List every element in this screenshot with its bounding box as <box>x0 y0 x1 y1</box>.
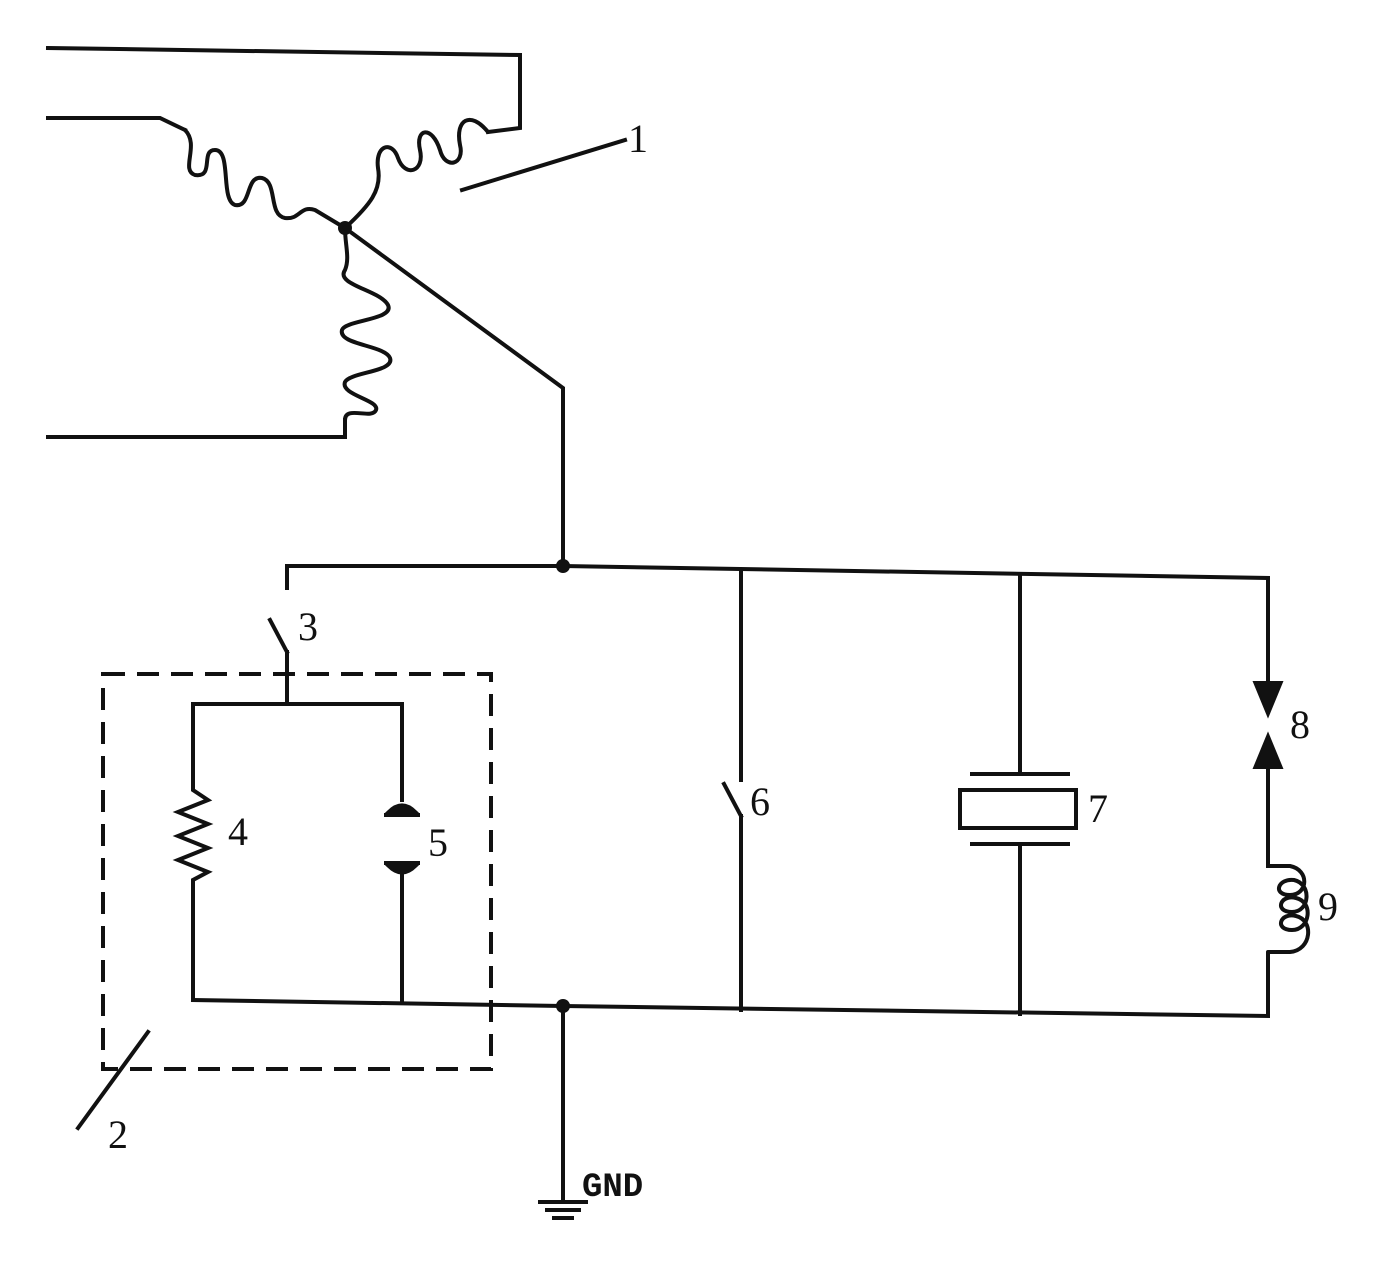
top-bus-line <box>285 564 1270 602</box>
switch-3-blade <box>267 617 290 655</box>
label-7: 7 <box>1088 786 1108 831</box>
label-5: 5 <box>428 820 448 865</box>
switch-3: 3 <box>267 604 318 706</box>
phase-a-line <box>45 45 522 135</box>
spark-gap-upper <box>384 803 420 814</box>
label-9: 9 <box>1318 884 1338 929</box>
label-gnd: GND <box>582 1169 643 1207</box>
capacitor-7: 7 <box>958 574 1108 1016</box>
neutral-lead <box>342 225 565 568</box>
leader-2 <box>75 1029 151 1131</box>
phase-a-coil <box>343 118 490 230</box>
enclosure-2: 2 <box>75 672 493 1157</box>
switch-6-blade <box>721 781 744 819</box>
phase-b-coil <box>183 128 347 230</box>
inductor-9 <box>1266 864 1311 960</box>
phase-b-line <box>46 116 188 133</box>
ground: GND <box>538 1004 643 1220</box>
label-3: 3 <box>298 604 318 649</box>
parallel-branch: 4 5 <box>172 702 448 1002</box>
electrode-upper-arrow <box>1252 681 1284 719</box>
resistor-4 <box>172 778 214 1002</box>
label-6: 6 <box>750 779 770 824</box>
electrode-lower-arrow <box>1252 731 1284 769</box>
phase-c-coil <box>339 226 393 422</box>
electrode-branch: 8 9 <box>1252 576 1338 960</box>
bottom-bus-line <box>190 956 1270 1019</box>
enclosure-2-box <box>101 672 493 1071</box>
top-bus <box>285 559 1270 602</box>
branch-top-wire <box>191 702 404 802</box>
top-bus-node <box>556 559 570 573</box>
label-1: 1 <box>628 116 648 161</box>
leader-1 <box>459 137 628 193</box>
label-8: 8 <box>1290 702 1310 747</box>
transformer-1: 1 <box>45 45 648 568</box>
label-4: 4 <box>228 809 248 854</box>
capacitor-dielectric <box>958 788 1078 830</box>
bottom-bus <box>190 956 1270 1019</box>
label-2: 2 <box>108 1112 128 1157</box>
phase-c-line <box>46 418 347 439</box>
switch-6: 6 <box>721 570 770 1012</box>
